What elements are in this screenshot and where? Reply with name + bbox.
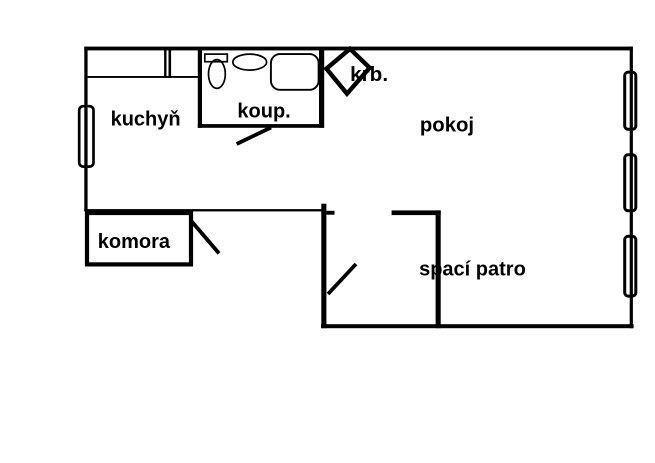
svg-text:krb.: krb. xyxy=(350,64,388,86)
svg-text:koup.: koup. xyxy=(237,100,290,122)
svg-text:spací patro: spací patro xyxy=(419,259,526,281)
svg-text:pokoj: pokoj xyxy=(420,115,474,137)
svg-text:komora: komora xyxy=(98,231,171,253)
svg-text:kuchyň: kuchyň xyxy=(111,109,181,131)
